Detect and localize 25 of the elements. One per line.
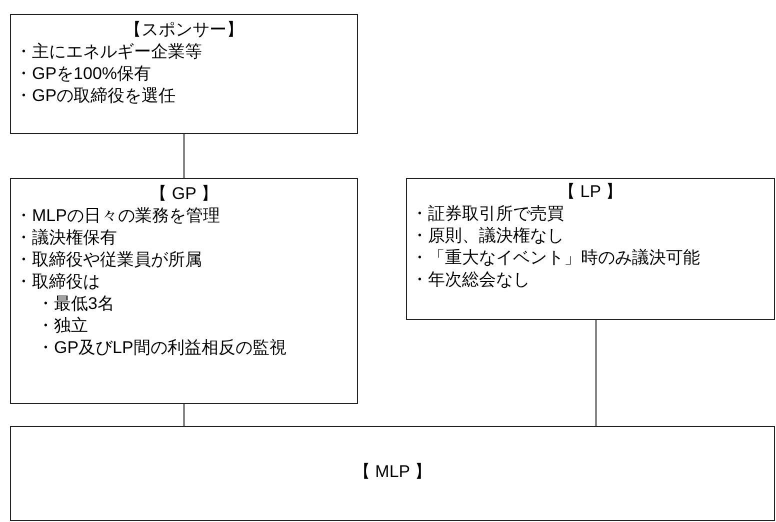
bullet-item: ・独立: [37, 315, 88, 337]
info-box: [406, 178, 775, 320]
bullet-item: ・主にエネルギー企業等: [15, 41, 202, 63]
bullet-item: ・「重大なイベント」時のみ議決可能: [411, 247, 700, 269]
bullet-item: ・証券取引所で売買: [411, 203, 564, 225]
bullet-item: ・GPの取締役を選任: [15, 85, 176, 107]
box-heading: 【 LP 】: [558, 181, 622, 203]
bullet-item: ・MLPの日々の業務を管理: [15, 205, 220, 227]
bullet-item: ・取締役や従業員が所属: [15, 249, 202, 271]
box-heading: 【 GP 】: [150, 183, 218, 205]
connector-line: [183, 404, 185, 426]
info-box: [10, 178, 358, 404]
bullet-item: ・最低3名: [37, 293, 114, 315]
bullet-item: ・GP及びLP間の利益相反の監視: [37, 337, 286, 359]
bullet-item: ・原則、議決権なし: [411, 225, 564, 247]
bullet-item: ・取締役は: [15, 271, 100, 293]
connector-line: [183, 134, 185, 178]
bullet-item: ・議決権保有: [15, 227, 117, 249]
connector-line: [595, 320, 597, 426]
info-box: [10, 14, 358, 134]
box-heading: 【 MLP 】: [353, 461, 432, 483]
bullet-item: ・年次総会なし: [411, 269, 530, 291]
bullet-item: ・GPを100%保有: [15, 63, 152, 85]
info-box: [10, 426, 775, 521]
box-heading: 【スポンサー】: [124, 19, 244, 41]
